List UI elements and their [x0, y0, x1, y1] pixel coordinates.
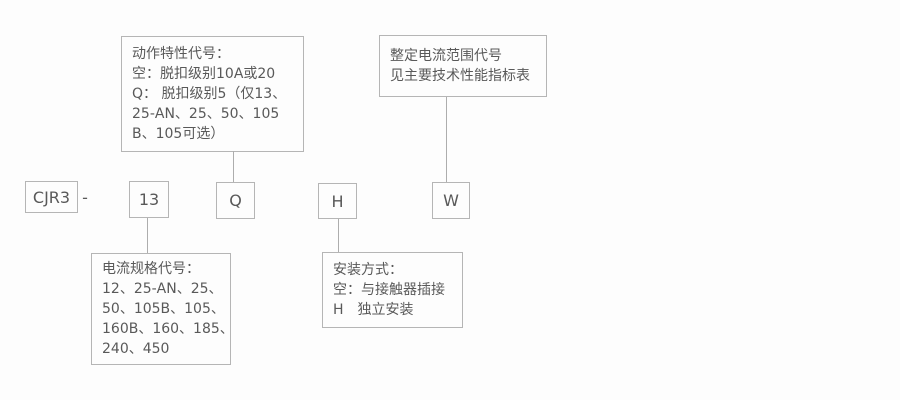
code-box-action-characteristic: Q	[216, 182, 255, 219]
callout-current-range: 整定电流范围代号 见主要技术性能指标表	[379, 35, 547, 97]
connector-range-callout-to-w	[446, 97, 447, 182]
callout-current-spec: 电流规格代号： 12、25-AN、25、 50、105B、105、 160B、1…	[91, 253, 231, 365]
code-box-current-spec: 13	[129, 181, 169, 218]
code-box-current-range: W	[432, 182, 470, 219]
code-box-mounting: H	[318, 183, 357, 219]
separator-dash: -	[82, 187, 88, 207]
connector-h-to-mounting-callout	[338, 219, 339, 252]
connector-13-to-spec-callout	[147, 218, 148, 253]
callout-mounting-mode: 安装方式： 空：与接触器插接 H 独立安装	[322, 252, 463, 328]
model-prefix-box: CJR3	[25, 181, 78, 213]
callout-action-characteristic: 动作特性代号： 空：脱扣级别10A或20 Q： 脱扣级别5（仅13、 25-AN…	[121, 36, 304, 152]
connector-action-callout-to-q	[233, 151, 234, 182]
